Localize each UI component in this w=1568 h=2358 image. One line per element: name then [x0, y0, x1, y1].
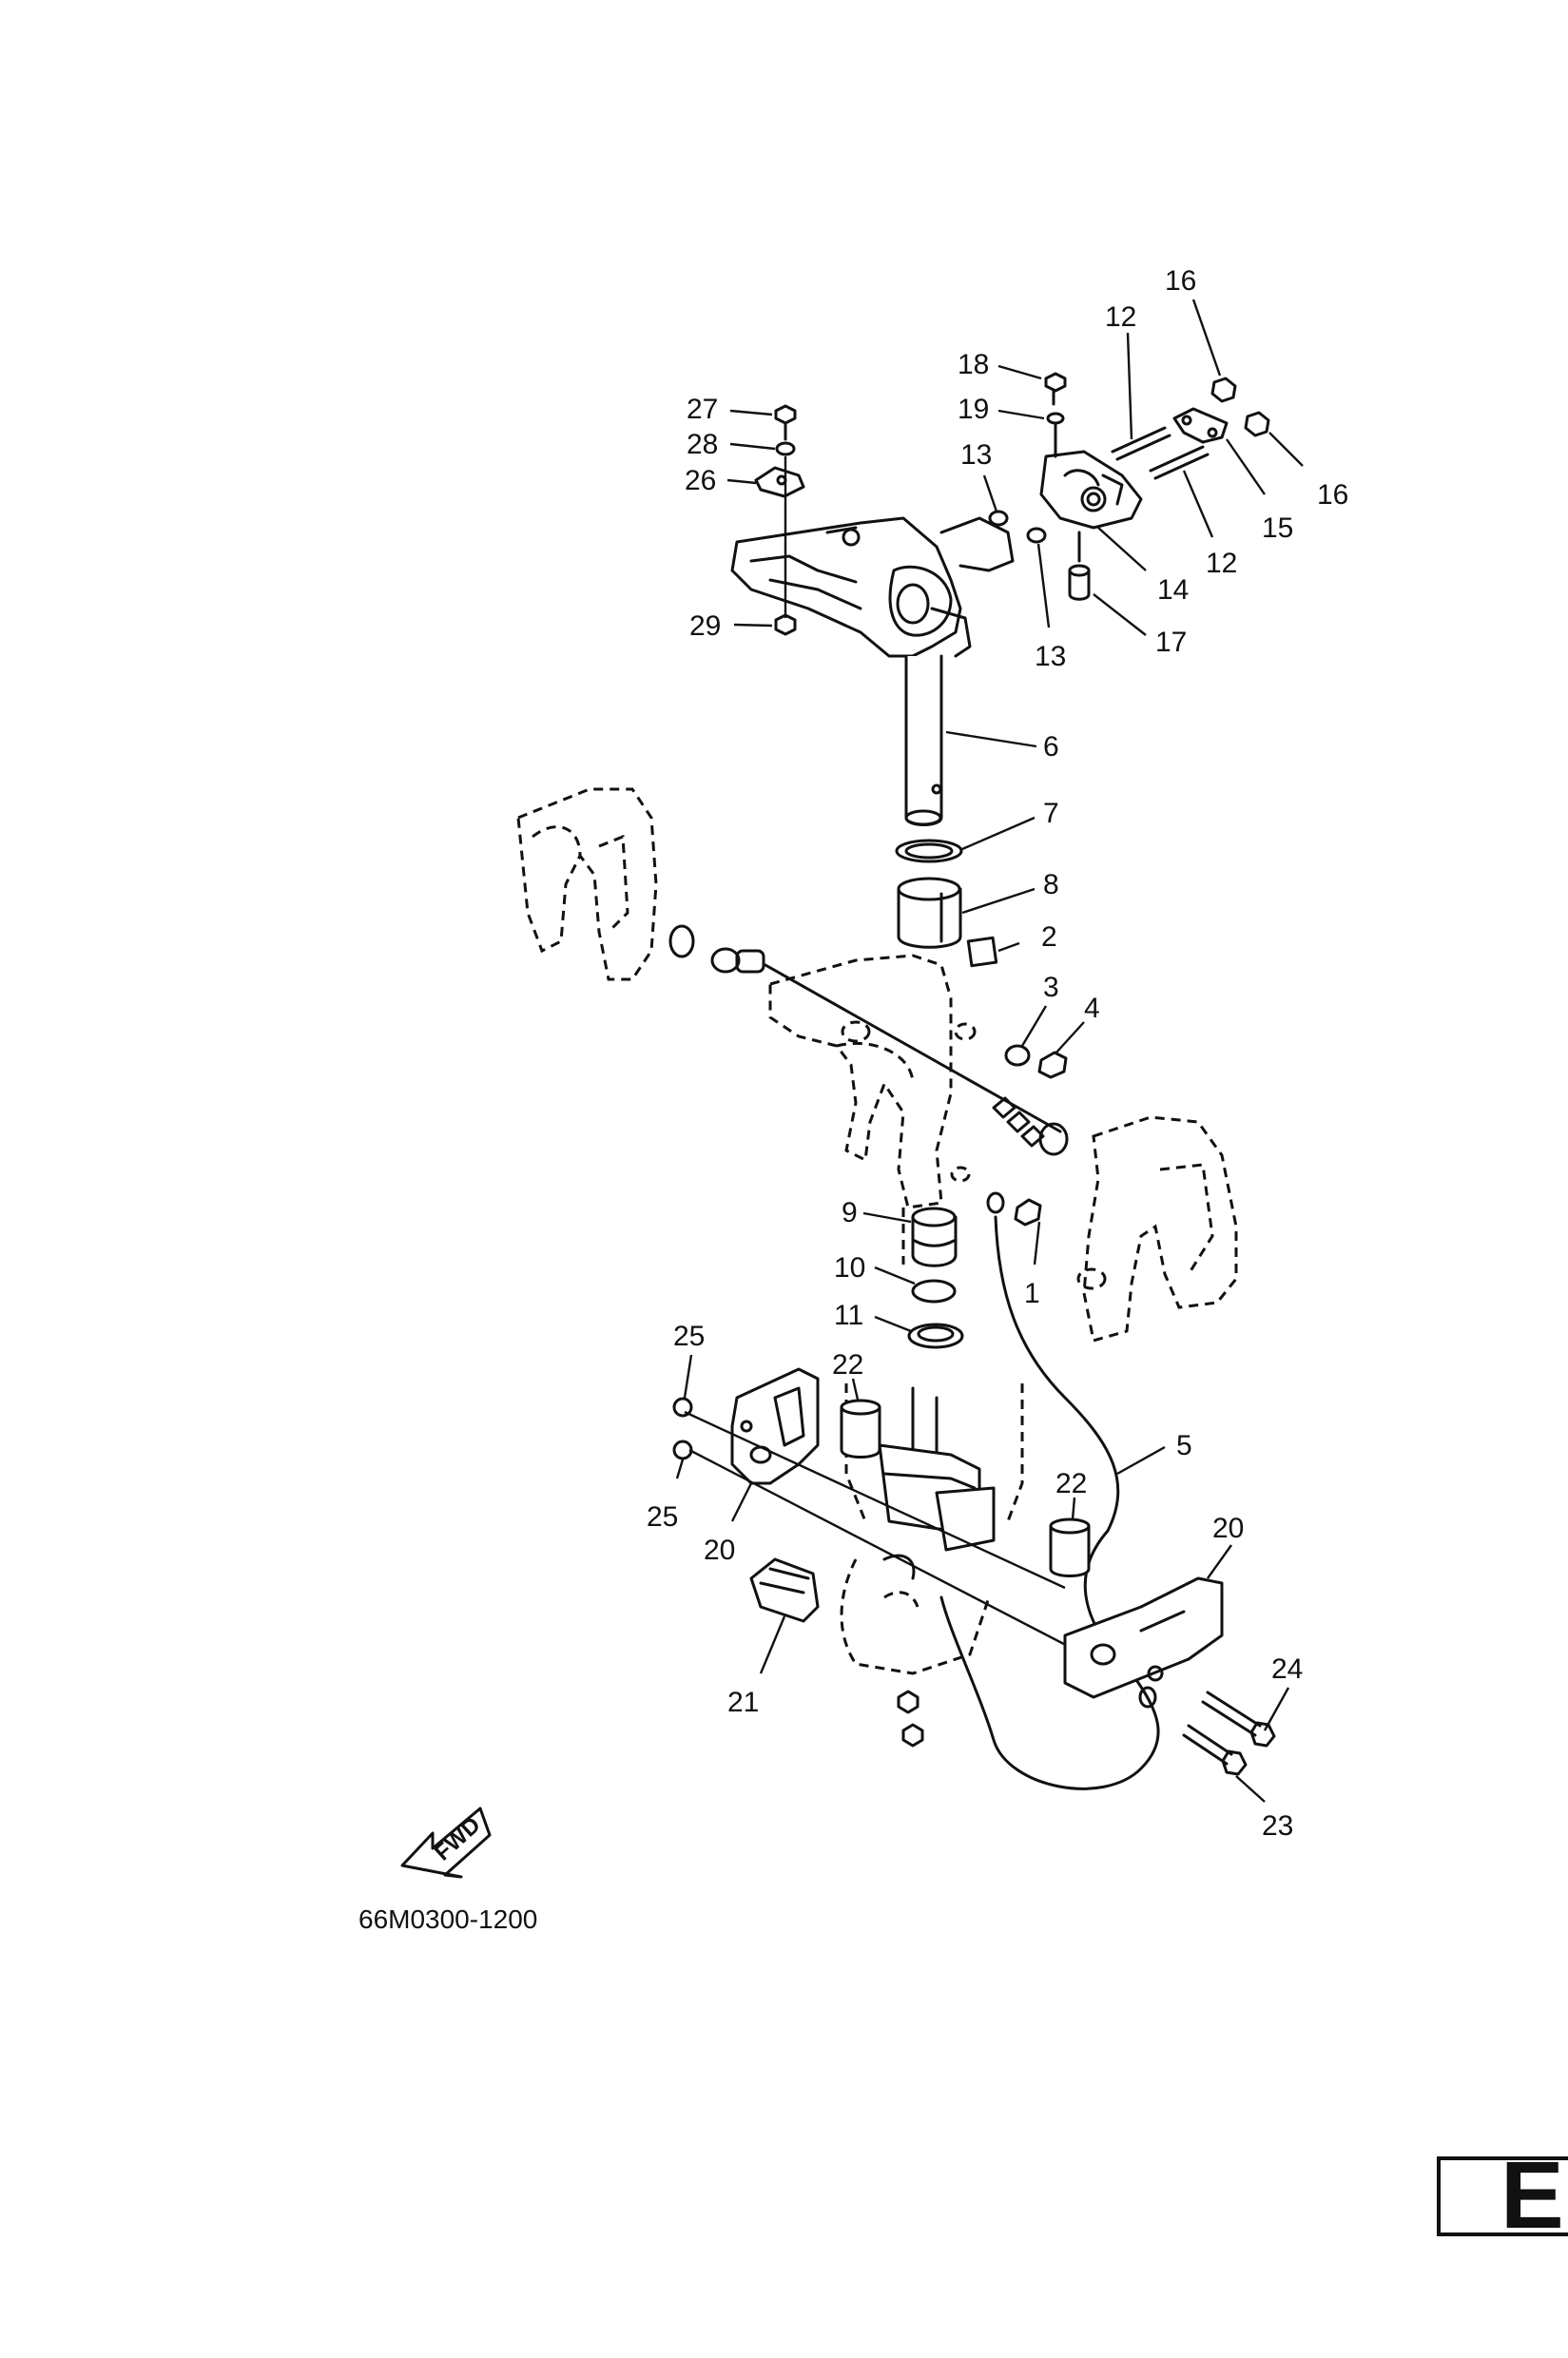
callout-25-upper: 25 — [673, 1321, 705, 1352]
callout-24: 24 — [1271, 1653, 1303, 1685]
bolts-23-24 — [1182, 1691, 1276, 1776]
plate-15 — [1172, 407, 1229, 444]
section-letter: E — [1500, 2142, 1564, 2249]
callout-10: 10 — [834, 1252, 865, 1284]
callout-27: 27 — [687, 394, 718, 425]
callout-4: 4 — [1084, 993, 1100, 1024]
callout-26: 26 — [685, 465, 716, 496]
callout-28: 28 — [687, 429, 718, 460]
mount-bolt-line-upper — [684, 1410, 1066, 1590]
callout-20-left: 20 — [704, 1535, 735, 1566]
callout-13-lower: 13 — [1035, 641, 1066, 672]
callout-9: 9 — [842, 1197, 858, 1228]
callout-15: 15 — [1262, 512, 1293, 544]
rubber-mount-upper — [840, 1399, 881, 1459]
steering-bracket — [730, 516, 1015, 658]
fwd-arrow-icon: FWD — [400, 1807, 492, 1879]
callout-12-upper: 12 — [1105, 301, 1136, 333]
callout-16-lower: 16 — [1317, 479, 1348, 511]
grease-nipple-17 — [1068, 531, 1091, 601]
callout-29: 29 — [689, 610, 721, 642]
callout-17: 17 — [1155, 627, 1187, 658]
studs-12 — [1111, 426, 1210, 480]
callout-12-lower: 12 — [1206, 548, 1237, 579]
plate-26 — [754, 466, 805, 498]
callout-19: 19 — [958, 394, 989, 425]
figure-code: 66M0300-1200 — [358, 1904, 537, 1934]
mount-housing-left — [730, 1367, 820, 1485]
bushing-ring — [895, 839, 963, 863]
steering-shaft — [904, 654, 943, 826]
lower-mount — [911, 1207, 958, 1267]
callout-5: 5 — [1176, 1430, 1192, 1461]
callout-7: 7 — [1043, 798, 1059, 829]
nut-29 — [774, 613, 797, 636]
callout-8: 8 — [1043, 869, 1059, 900]
stopper — [749, 1557, 820, 1623]
section-tab: E — [1437, 2142, 1568, 2249]
washers-13 — [988, 510, 1047, 544]
right-clamp-bracket — [1076, 1115, 1238, 1343]
upper-mount-cover — [1039, 450, 1143, 530]
callout-20-right: 20 — [1212, 1513, 1244, 1544]
callout-11: 11 — [834, 1300, 863, 1331]
callout-16-upper: 16 — [1165, 265, 1196, 297]
callout-23: 23 — [1262, 1810, 1293, 1842]
callout-6: 6 — [1043, 731, 1059, 763]
callout-1: 1 — [1024, 1278, 1040, 1309]
lower-seal — [907, 1323, 964, 1349]
bolt-3-4 — [1004, 1044, 1068, 1079]
tilt-tube-right-parts — [992, 1096, 1069, 1156]
callout-18: 18 — [958, 349, 989, 380]
callout-22-upper: 22 — [832, 1349, 863, 1381]
nuts-16 — [1210, 377, 1270, 437]
washer-28 — [775, 441, 796, 456]
left-clamp-bracket — [516, 787, 658, 981]
o-ring — [911, 1279, 957, 1304]
callout-25-lower: 25 — [647, 1501, 678, 1533]
upper-bushing — [897, 877, 962, 949]
mount-bolt-line-lower — [688, 1448, 1085, 1656]
callout-21: 21 — [727, 1687, 759, 1718]
label-pad — [966, 936, 998, 968]
washers-25 — [672, 1397, 693, 1460]
callout-3: 3 — [1043, 972, 1059, 1003]
rubber-mount-lower — [1049, 1517, 1091, 1577]
bolt-1 — [1014, 1198, 1042, 1227]
bolt-27 — [774, 404, 797, 441]
callout-14: 14 — [1157, 574, 1189, 606]
bolt-18-washer-19 — [1044, 372, 1067, 458]
bottom-screws — [897, 1690, 924, 1748]
mount-housing-right — [1063, 1576, 1224, 1699]
swivel-bracket — [768, 954, 977, 1265]
callout-22-lower: 22 — [1055, 1468, 1087, 1499]
callout-13-upper: 13 — [960, 439, 992, 471]
callout-2: 2 — [1041, 921, 1057, 953]
